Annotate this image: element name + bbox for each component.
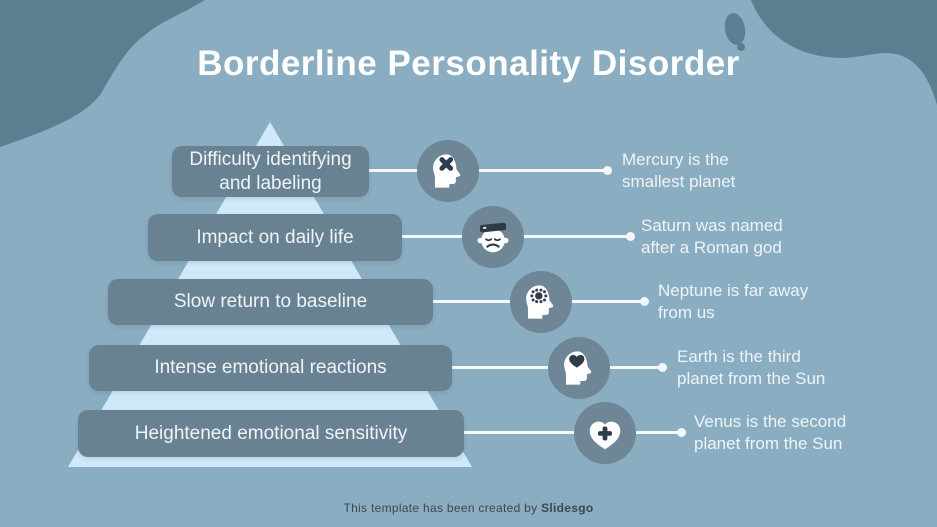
level-fact: Venus is the second planet from the Sun: [694, 412, 847, 453]
pyramid-level-label: Difficulty identifying: [189, 148, 352, 170]
head-x-icon: [417, 140, 479, 202]
corner-blob-top-right: [751, 0, 937, 105]
line-end-dot: [626, 232, 635, 241]
line-end-dot: [640, 297, 649, 306]
slide-title: Borderline Personality Disorder: [197, 44, 740, 83]
head-brain-icon: [510, 271, 572, 333]
decor-oval: [724, 13, 746, 45]
level-fact: Saturn was named after a Roman god: [641, 216, 783, 257]
pyramid-level-pill: Impact on daily life: [148, 214, 402, 261]
level-fact: Earth is the third planet from the Sun: [677, 347, 826, 388]
pyramid-level-pill: Difficulty identifying and labeling: [172, 146, 369, 197]
pyramid-level-pill: Heightened emotional sensitivity: [78, 410, 464, 457]
head-heart-icon: [548, 337, 610, 399]
pyramid-level-label: Heightened emotional sensitivity: [134, 422, 408, 444]
connector-line: [450, 431, 686, 434]
pyramid-level-label: Slow return to baseline: [173, 291, 368, 312]
heart-plus-icon: [574, 402, 636, 464]
corner-blob-top-left: [0, 0, 205, 147]
line-end-dot: [658, 363, 667, 372]
pyramid-level-label: Impact on daily life: [196, 226, 354, 248]
template-credit: This template has been created by Slides…: [343, 501, 594, 515]
pyramid-level-label: and labeling: [219, 172, 322, 194]
sad-face-cap-icon: [462, 206, 524, 268]
brand-name: Slidesgo: [541, 501, 594, 515]
level-fact: Mercury is the smallest planet: [622, 150, 736, 191]
level-fact: Neptune is far away from us: [658, 281, 809, 322]
decor-dot: [737, 43, 745, 51]
pyramid-level-label: Intense emotional reactions: [154, 357, 387, 378]
line-end-dot: [603, 166, 612, 175]
pyramid-level-pill: Intense emotional reactions: [89, 345, 452, 391]
connector-line: [360, 169, 611, 172]
line-end-dot: [677, 428, 686, 437]
pyramid-level-pill: Slow return to baseline: [108, 279, 433, 325]
